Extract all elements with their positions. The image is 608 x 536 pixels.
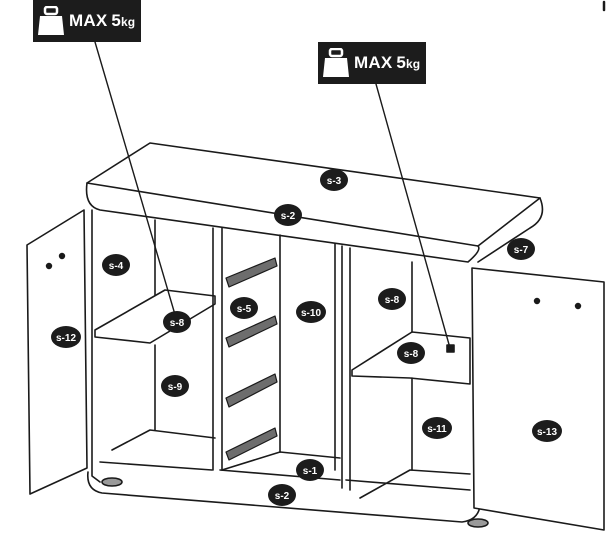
part-badge: s-11 bbox=[422, 417, 452, 439]
part-badge: s-2 bbox=[268, 484, 296, 506]
part-badge: s-8 bbox=[378, 288, 406, 310]
part-badge: s-7 bbox=[507, 238, 535, 260]
leader-line-right bbox=[375, 83, 451, 349]
max-value: 5 bbox=[396, 53, 407, 72]
max-unit: kg bbox=[121, 15, 136, 29]
left-door bbox=[26, 209, 88, 495]
bottom-panel-back bbox=[99, 461, 471, 491]
right-door-hinge-hole bbox=[574, 302, 582, 310]
max-load-callout-left: MAX 5 kg bbox=[33, 0, 142, 42]
part-label: s-2 bbox=[281, 211, 296, 222]
right-bottom-inner bbox=[359, 469, 471, 499]
part-label: s-12 bbox=[56, 333, 76, 344]
max-value: 5 bbox=[111, 11, 122, 30]
part-label: s-13 bbox=[537, 427, 557, 438]
part-label: s-5 bbox=[237, 304, 252, 315]
part-label: s-1 bbox=[303, 466, 318, 477]
shelf-pin bbox=[446, 344, 455, 353]
part-label: s-11 bbox=[427, 424, 447, 435]
part-badge: s-10 bbox=[296, 301, 326, 323]
left-door-hinge-hole bbox=[45, 262, 53, 270]
part-badge: s-4 bbox=[102, 254, 130, 276]
part-badge: s-9 bbox=[161, 375, 189, 397]
foot-right bbox=[467, 518, 489, 528]
max-label: MAX bbox=[354, 53, 393, 72]
left-side-panel bbox=[91, 209, 101, 483]
bottom-panel-front bbox=[86, 471, 481, 523]
part-label: s-7 bbox=[514, 245, 529, 256]
part-badge: s-8 bbox=[163, 311, 191, 333]
part-badge: s-8 bbox=[397, 342, 425, 364]
part-badge: s-5 bbox=[230, 297, 258, 319]
top-front-curve bbox=[85, 182, 480, 263]
right-door bbox=[471, 267, 605, 531]
divider-right bbox=[341, 245, 351, 491]
weight-icon bbox=[38, 6, 64, 35]
part-label: s-3 bbox=[327, 176, 342, 187]
middle-back-wall bbox=[279, 234, 336, 471]
middle-bottom bbox=[221, 451, 341, 471]
part-label: s-8 bbox=[404, 349, 419, 360]
part-label: s-8 bbox=[170, 318, 185, 329]
part-label: s-4 bbox=[109, 261, 124, 272]
divider-left bbox=[212, 227, 223, 471]
part-label: s-10 bbox=[301, 308, 321, 319]
part-label: s-9 bbox=[168, 382, 183, 393]
left-door-hinge-hole bbox=[58, 252, 66, 260]
part-badge: s-12 bbox=[51, 326, 81, 348]
foot-left bbox=[101, 477, 123, 487]
left-bottom-inner bbox=[111, 429, 216, 451]
part-badge: s-1 bbox=[296, 459, 324, 481]
part-badge: s-13 bbox=[532, 420, 562, 442]
leader-line-left bbox=[94, 41, 177, 319]
part-labels: s-3 s-2 s-7 s-4 s-5 s-10 s-8 s-8 bbox=[51, 169, 562, 506]
part-label: s-2 bbox=[275, 491, 290, 502]
top-right-edge bbox=[477, 197, 544, 263]
part-badge: s-2 bbox=[274, 204, 302, 226]
right-door-hinge-hole bbox=[533, 297, 541, 305]
weight-icon bbox=[323, 48, 349, 77]
max-unit: kg bbox=[406, 57, 421, 71]
max-load-callout-right: MAX 5 kg bbox=[318, 42, 427, 84]
max-label: MAX bbox=[69, 11, 108, 30]
part-badge: s-3 bbox=[320, 169, 348, 191]
part-label: s-8 bbox=[385, 295, 400, 306]
left-shelf bbox=[94, 289, 216, 344]
drawer-runners bbox=[225, 257, 278, 461]
